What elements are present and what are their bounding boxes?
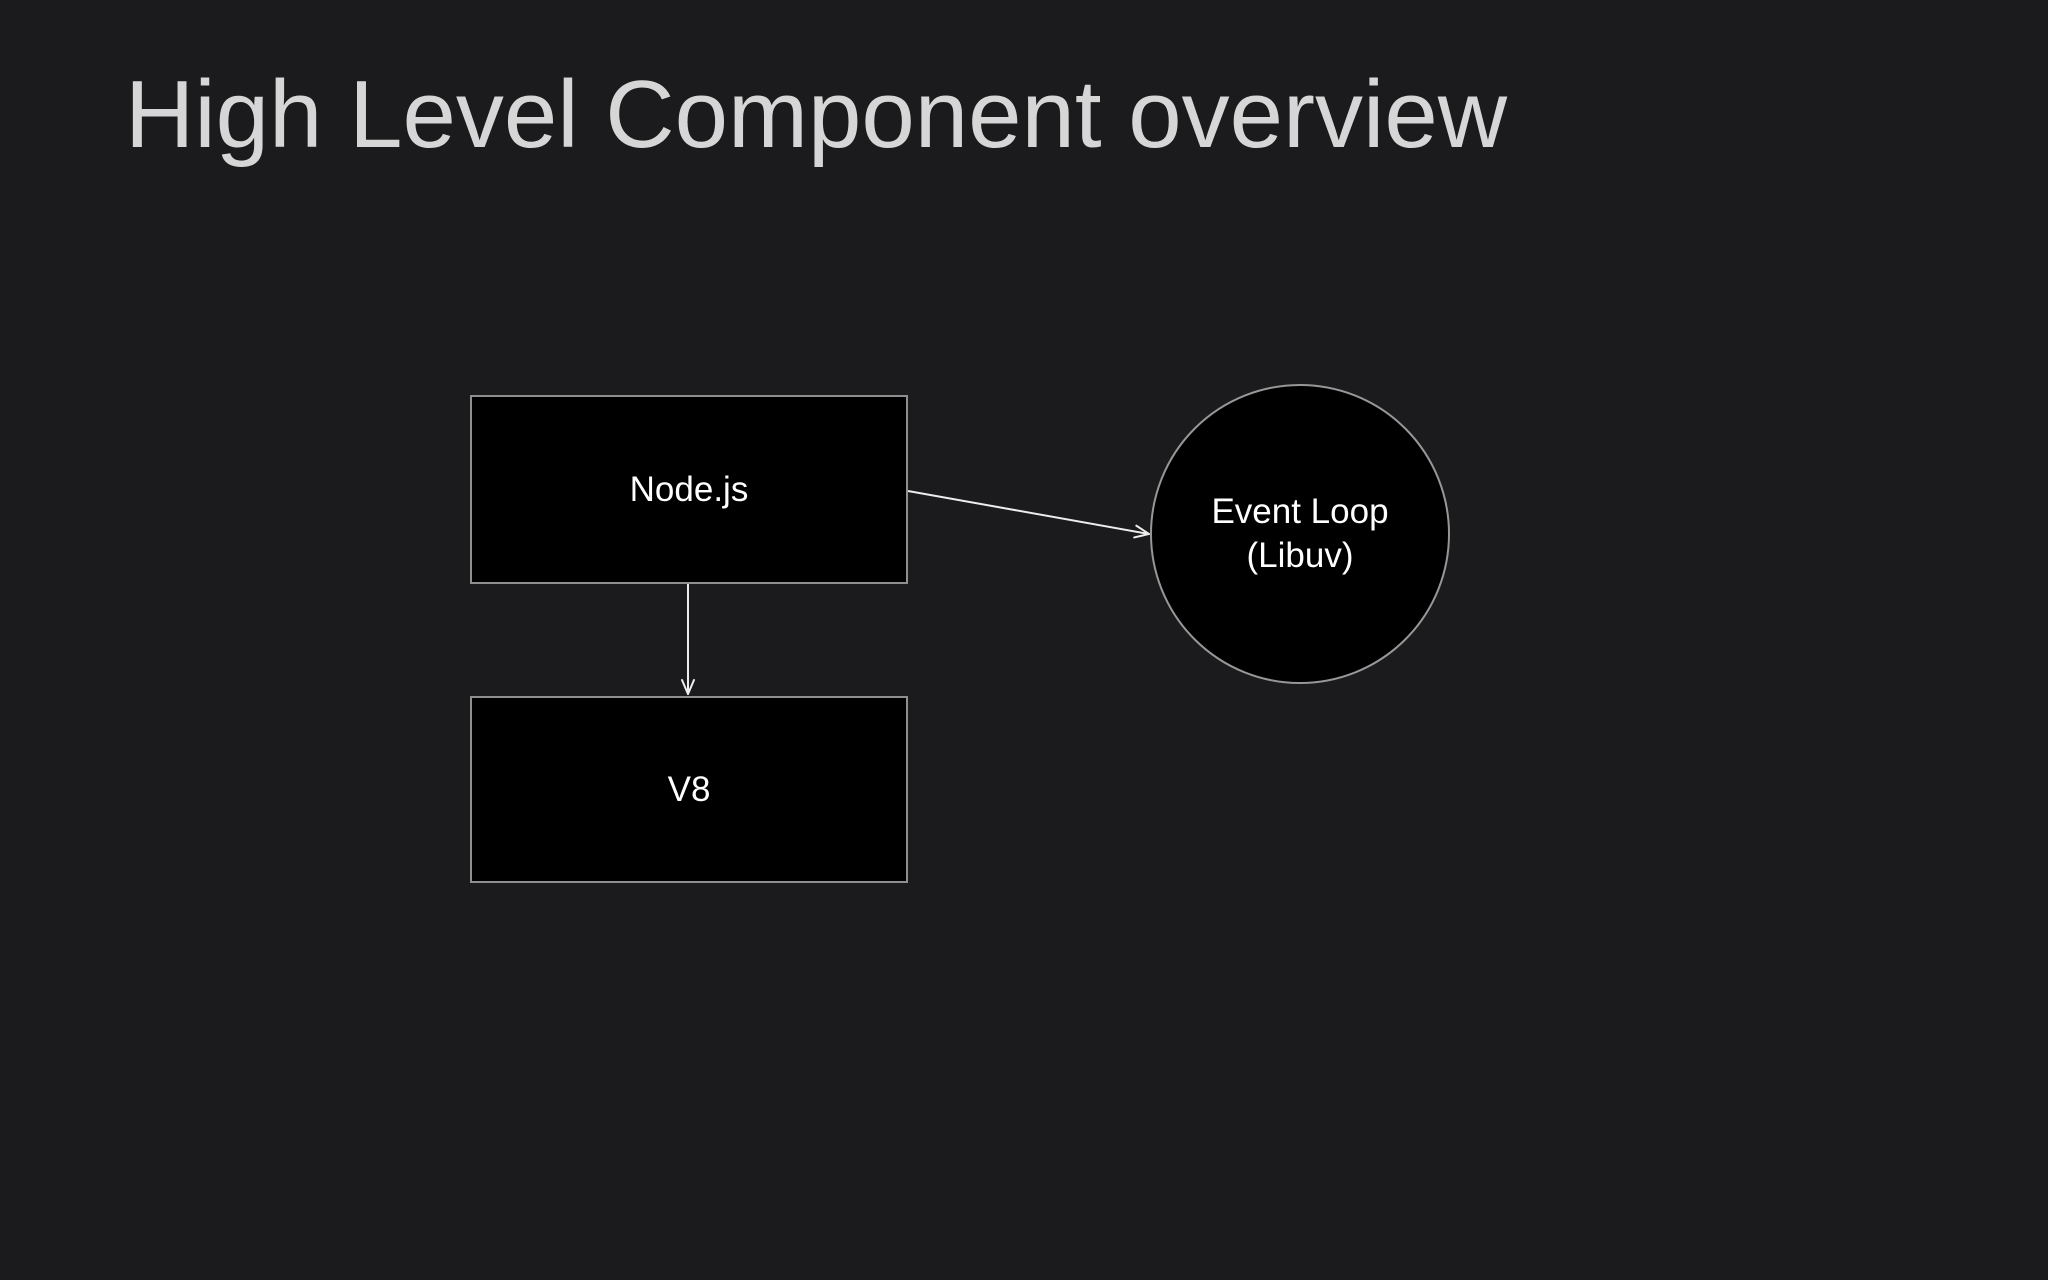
node-nodejs: Node.js [470, 395, 908, 584]
slide-title: High Level Component overview [125, 61, 1508, 168]
node-event-loop-label: Event Loop (Libuv) [1211, 492, 1389, 575]
node-event-loop: Event Loop (Libuv) [1150, 384, 1450, 684]
connector-nodejs-to-eventloop [907, 490, 1149, 534]
node-v8-label: V8 [667, 769, 711, 809]
node-nodejs-label: Node.js [629, 469, 749, 509]
node-v8: V8 [470, 696, 908, 883]
